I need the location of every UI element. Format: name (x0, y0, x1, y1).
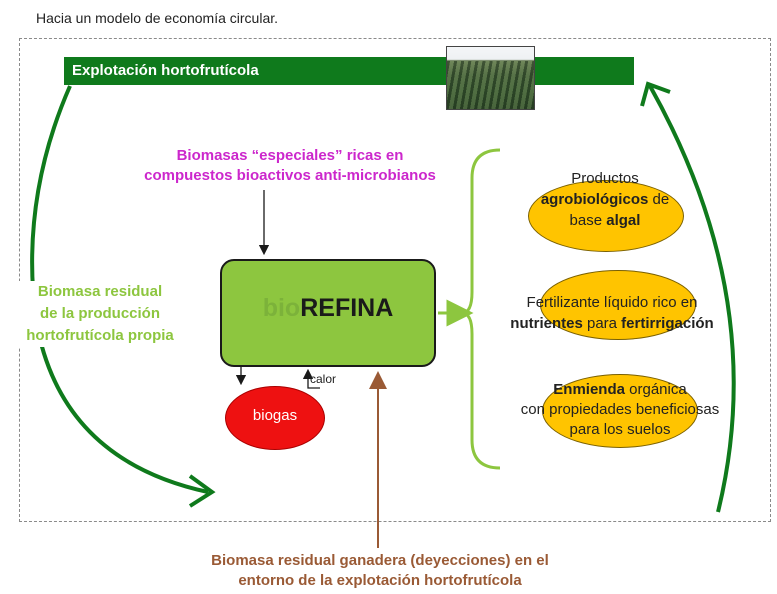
product-ellipse-agrobiological (528, 180, 684, 252)
own-residual-biomass-label: Biomasa residual de la producción hortof… (0, 281, 200, 347)
right-cycle-arrow (648, 85, 736, 513)
field-photo-icon (446, 46, 535, 110)
product-2-bold-1: nutrientes (510, 315, 583, 332)
product-3-line-3: para los suelos (569, 421, 671, 438)
product-ellipse-amendment (542, 374, 698, 448)
biorefinery-main: REFINA (300, 294, 394, 322)
product-1-line-1: Productos (571, 170, 639, 187)
biorefinery-box (220, 259, 436, 367)
product-fertilizer-text: Fertilizante líquido rico en nutrientes … (462, 292, 762, 334)
product-1-line-3-plain: base (569, 212, 607, 229)
heat-return-arrow (302, 368, 320, 389)
product-1-bold: agrobiológicos (540, 191, 649, 208)
product-3-rest: orgánica (624, 381, 687, 398)
own-residual-line-3: hortofrutícola propia (26, 327, 174, 344)
product-3-line-2: con propiedades beneficiosas (520, 401, 720, 418)
own-residual-line-2: de la producción (39, 305, 160, 322)
special-biomass-label: Biomasas “especiales” ricas en compuesto… (120, 146, 460, 186)
product-amendment-text: Enmienda orgánica con propiedades benefi… (470, 380, 770, 440)
product-2-line-1: Fertilizante líquido rico en (526, 294, 698, 311)
product-2-bold-2: fertirrigación (621, 315, 714, 332)
biogas-label: biogas (252, 407, 298, 424)
product-1-rest: de (648, 191, 670, 208)
biogas-circle (225, 386, 325, 450)
farm-banner-label: Explotación hortofrutícola (72, 62, 259, 79)
biorefinery-label: bioREFINA (220, 294, 436, 323)
special-biomass-line-2: compuestos bioactivos anti-microbianos (144, 167, 436, 184)
special-biomass-line-1: Biomasas “especiales” ricas en (176, 147, 404, 164)
diagram-title: Hacia un modelo de economía circular. (36, 10, 279, 26)
biorefinery-prefix: bio (262, 294, 301, 322)
products-brace (461, 148, 501, 470)
product-2-mid: para (582, 315, 622, 332)
livestock-line-2: entorno de la explotación hortofrutícola (238, 572, 522, 589)
product-1-line-3-bold: algal (606, 212, 641, 229)
heat-label: calor (310, 372, 337, 386)
product-3-bold: Enmienda (553, 381, 625, 398)
product-agrobiological-text: Productos agrobiológicos de base algal (500, 168, 710, 231)
right-cycle-arrowhead (640, 81, 671, 107)
farm-banner (64, 57, 634, 85)
left-cycle-arrowhead (188, 474, 216, 508)
livestock-line-1: Biomasa residual ganadera (deyecciones) … (211, 552, 549, 569)
livestock-biomass-label: Biomasa residual ganadera (deyecciones) … (140, 551, 620, 591)
product-ellipse-fertilizer (540, 270, 696, 340)
own-residual-line-1: Biomasa residual (37, 283, 163, 300)
dashed-frame (19, 38, 771, 522)
